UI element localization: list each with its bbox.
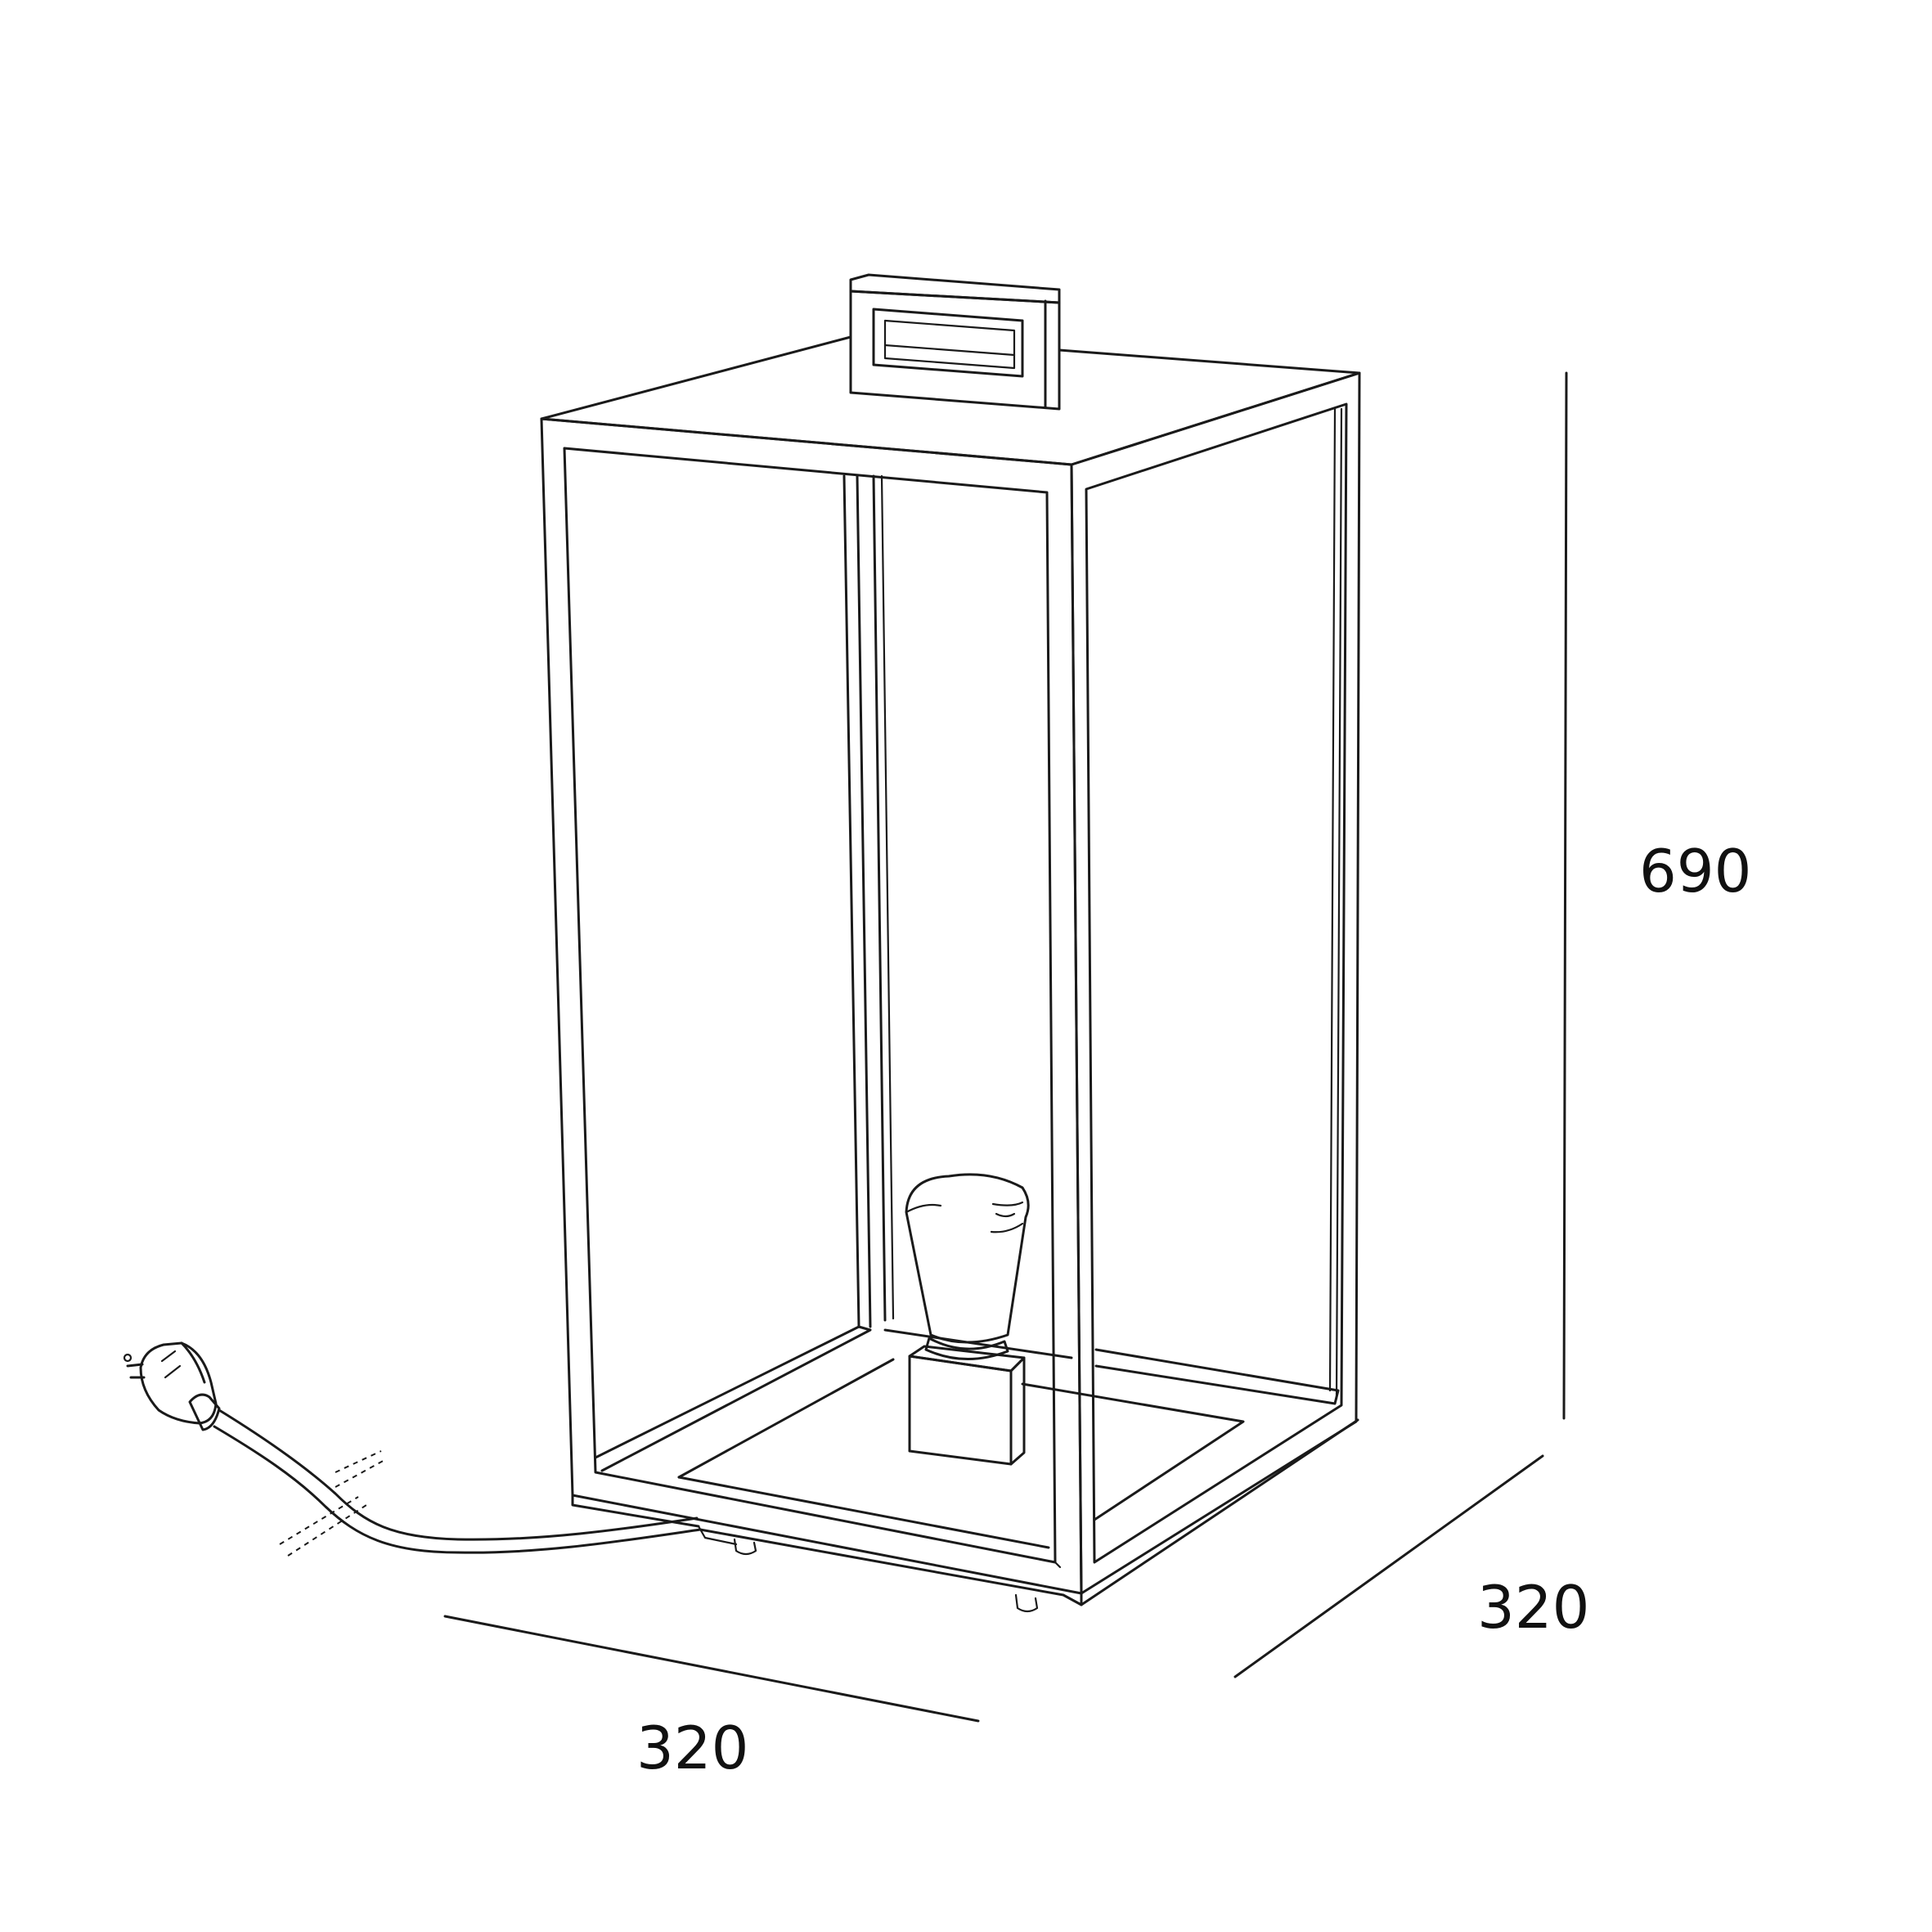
width-label: 320 [636,1714,748,1782]
dimension-height: 690 [1562,371,1751,1420]
depth-label: 320 [1477,1573,1589,1642]
lantern-side-frame [1070,371,1361,1595]
dimension-width: 320 [443,1615,980,1782]
foot-left [733,1538,757,1556]
foot-right [1014,1593,1039,1613]
lantern-base [571,1325,1359,1613]
lantern-back-posts [842,407,1343,1400]
power-cable [213,1409,702,1557]
lantern-front-frame [540,417,1083,1595]
bulb-icon [905,1173,1030,1466]
lantern-handle [849,273,1061,411]
plug-icon [123,1341,221,1431]
height-label: 690 [1639,837,1751,905]
dimension-depth: 320 [1233,1454,1589,1678]
